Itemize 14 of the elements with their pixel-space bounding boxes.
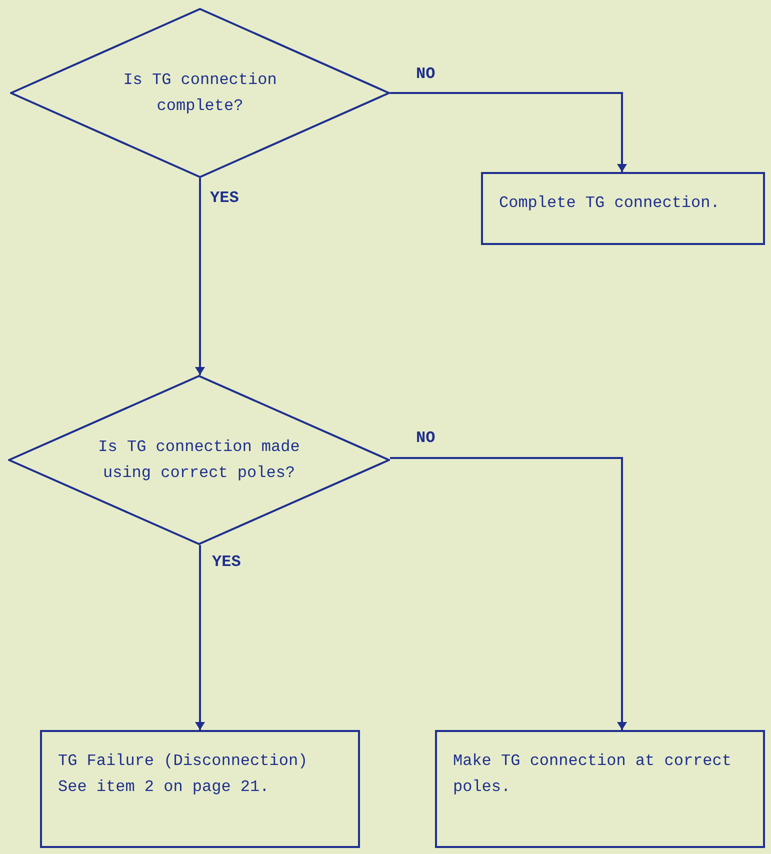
arrow xyxy=(390,92,627,172)
action-text: Complete TG connection. xyxy=(499,193,720,214)
process-box xyxy=(435,730,765,848)
arrow xyxy=(390,457,627,730)
action-text: Make TG connection at correct poles. xyxy=(453,751,732,798)
question-text: Is TG connection complete? xyxy=(122,70,278,117)
process-box xyxy=(481,172,765,245)
question-text: Is TG connection made using correct poles? xyxy=(97,437,301,484)
arrow xyxy=(195,178,205,375)
arrow xyxy=(195,545,205,730)
decision-diamond xyxy=(10,8,390,178)
action-text: TG Failure (Disconnection) See item 2 on page 21. xyxy=(58,751,309,798)
process-box xyxy=(40,730,360,848)
decision-diamond xyxy=(8,375,390,545)
